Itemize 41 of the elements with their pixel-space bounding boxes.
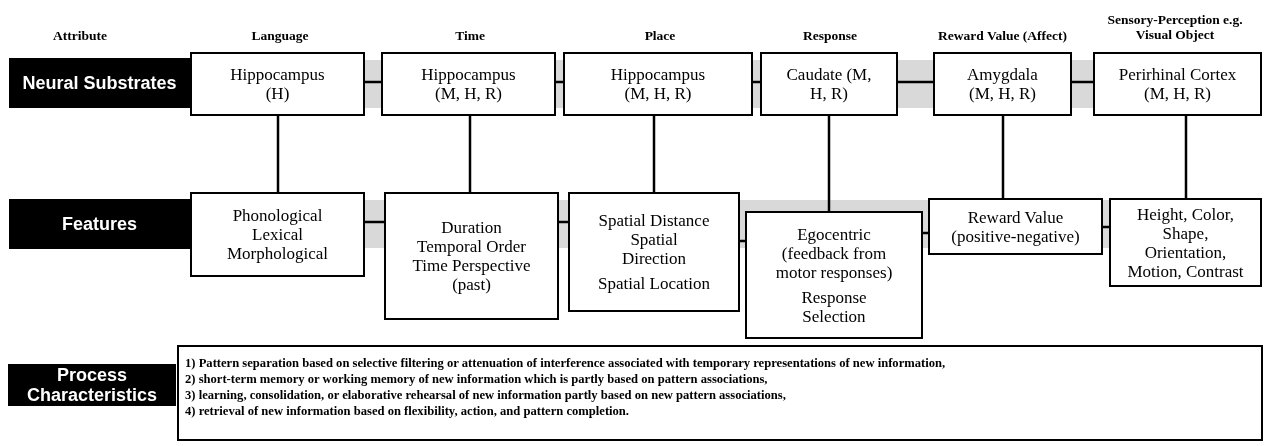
node-text: Spatial Distance Spatial Direction: [597, 211, 711, 268]
node-box: Height, Color, Shape, Orientation, Motion, Contrast: [1109, 198, 1262, 287]
connector-line: [1072, 80, 1093, 84]
node-panel: [568, 192, 740, 312]
node-box: Perirhinal Cortex (M, H, R): [1093, 52, 1262, 116]
node-text: Egocentric (feedback from motor responses): [774, 224, 894, 282]
column-header: Language: [250, 28, 310, 43]
connector-line: [468, 116, 472, 192]
column-header: Place: [643, 28, 677, 43]
node-box: Reward Value (positive-negative): [928, 198, 1103, 255]
text-panel: [177, 345, 1263, 441]
node-label: Process Characteristics: [26, 365, 158, 405]
node-box: Duration Temporal Order Time Perspective (past): [384, 192, 559, 320]
connector-line: [898, 80, 933, 84]
column-header: Reward Value (Affect): [937, 28, 1068, 43]
node-box: Hippocampus (M, H, R): [563, 52, 753, 116]
node-box: Hippocampus (M, H, R): [381, 52, 556, 116]
node-box: Phonological Lexical Morphological: [190, 192, 365, 277]
node-box: Amygdala (M, H, R): [933, 52, 1072, 116]
column-header: Time: [454, 28, 486, 43]
row-heading: Neural Substrates: [9, 58, 190, 108]
list-item: 2) short-term memory or working memory of new information which is partly based on pattern associations,: [185, 371, 768, 387]
list-item: 3) learning, consolidation, or elaborative rehearsal of new information partly based on new pattern associations,: [185, 387, 786, 403]
node-box: Caudate (M, H, R): [760, 52, 898, 116]
column-header: Sensory-Perception e.g. Visual Object: [1106, 12, 1244, 42]
list-item: 4) retrieval of new information based on flexibility, action, and pattern completion.: [185, 403, 630, 419]
column-header: Attribute: [52, 28, 108, 43]
connector-line: [1184, 116, 1188, 198]
node-text: Spatial Location: [598, 274, 710, 293]
connector-line: [652, 116, 656, 192]
column-header: Response: [802, 28, 858, 43]
list-item: 1) Pattern separation based on selective filtering or attenuation of interference associated with temporary representations of new information,: [185, 355, 946, 371]
connector-line: [1001, 116, 1005, 198]
node-panel: [745, 211, 923, 339]
row-heading: Features: [9, 199, 190, 249]
connector-line: [827, 116, 831, 211]
node-box: Hippocampus (H): [190, 52, 365, 116]
node-text: Response Selection: [800, 287, 868, 326]
row-heading: Process Characteristics: [8, 364, 176, 406]
connector-line: [276, 116, 280, 192]
connector-line: [365, 220, 384, 224]
